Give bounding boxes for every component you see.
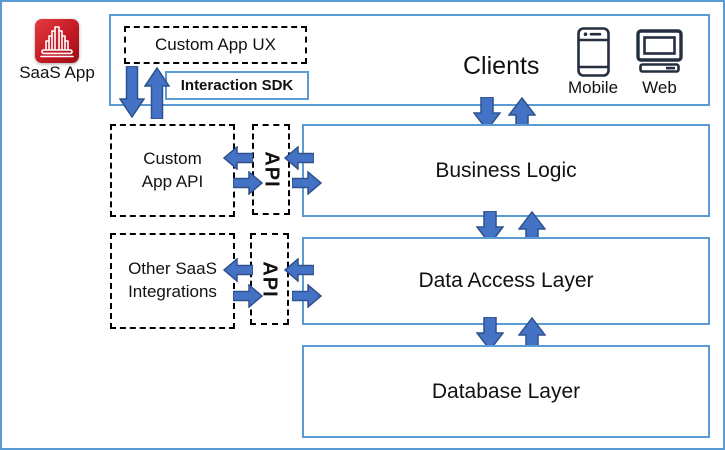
arrow-left-api-to-customapi — [223, 146, 253, 170]
web-label: Web — [642, 77, 677, 97]
other-saas-line1: Other SaaS — [128, 259, 217, 279]
business-logic-box: Business Logic — [302, 124, 710, 217]
arrow-down-business-to-dal — [476, 211, 504, 245]
other-saas-line2: Integrations — [128, 282, 217, 301]
arrow-left-api-to-integrations — [223, 258, 253, 282]
data-access-layer-box: Data Access Layer — [302, 237, 710, 325]
mobile-icon — [577, 27, 610, 77]
arrow-right-api-to-business — [292, 171, 322, 195]
arrow-down-ux-to-customapi — [119, 66, 145, 118]
interaction-sdk-label: Interaction SDK — [180, 77, 294, 94]
mobile-label: Mobile — [567, 77, 619, 97]
saas-app-label: SaaS App — [19, 62, 95, 82]
custom-app-api-line1: Custom — [143, 148, 202, 168]
arrow-up-customapi-to-ux — [144, 67, 170, 119]
database-layer-label: Database Layer — [431, 379, 581, 403]
arrow-right-customapi-to-api — [233, 171, 263, 195]
database-layer-box: Database Layer — [302, 345, 710, 438]
arrow-right-integrations-to-api — [233, 284, 263, 308]
api-box-custom: API — [252, 124, 290, 215]
custom-app-api-box: Custom App API — [110, 124, 235, 217]
saas-app-icon — [35, 19, 79, 63]
arrow-left-business-to-api — [284, 146, 314, 170]
interaction-sdk-box: Interaction SDK — [165, 71, 309, 100]
api-box-integrations: API — [250, 233, 289, 325]
business-logic-label: Business Logic — [435, 158, 577, 182]
other-saas-integrations-box: Other SaaS Integrations — [110, 233, 235, 329]
custom-app-api-line2: App API — [141, 171, 204, 191]
arrow-left-dal-to-api2 — [284, 258, 314, 282]
building-bars-icon — [40, 26, 74, 58]
arrow-right-api2-to-dal — [292, 284, 322, 308]
clients-label: Clients — [463, 52, 540, 80]
custom-app-ux-label: Custom App UX — [155, 34, 276, 54]
custom-app-ux-box: Custom App UX — [124, 26, 307, 64]
arrow-down-clients-to-business — [473, 97, 501, 131]
arrow-down-dal-to-db — [476, 317, 504, 351]
web-icon — [636, 29, 683, 73]
data-access-layer-label: Data Access Layer — [418, 269, 594, 292]
